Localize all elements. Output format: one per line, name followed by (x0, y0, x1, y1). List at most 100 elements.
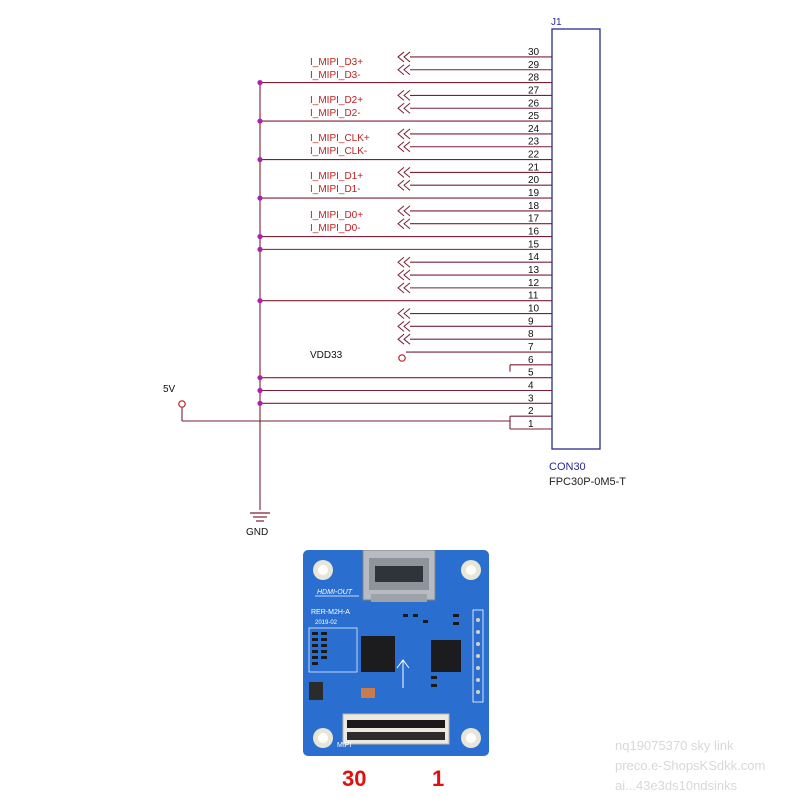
net-arrow-8 (397, 333, 411, 345)
watermark-line-3: ai...43e3ds10ndsinks (615, 778, 738, 793)
junction-28 (257, 79, 263, 86)
pin-number-16: 16 (528, 227, 540, 238)
pin-number-12: 12 (528, 278, 540, 289)
net-labels: I_MIPI_D3+ I_MIPI_D3- I_MIPI_D2+ I_MIPI_… (310, 57, 370, 234)
junction-11 (257, 298, 263, 304)
connector-designator: J1 (551, 17, 562, 28)
connector-body (551, 28, 601, 450)
ground-symbol (250, 512, 270, 522)
net-arrow-29 (397, 64, 411, 76)
net-arrow-17 (397, 218, 411, 230)
junction-dots (257, 79, 263, 406)
secondary-chip (431, 640, 461, 672)
net-arrow-26 (397, 102, 411, 114)
crystal (309, 682, 323, 700)
pin-number-26: 26 (528, 98, 540, 109)
net-label-d1n: I_MIPI_D1- (310, 184, 361, 195)
net-label-clkp: I_MIPI_CLK+ (310, 133, 370, 144)
pin-number-5: 5 (528, 368, 534, 379)
board-model-silkscreen: RER-M2H-A (311, 609, 350, 616)
main-chip (361, 636, 395, 672)
pin-number-8: 8 (528, 329, 534, 340)
net-arrow-12 (397, 282, 411, 294)
pin-number-27: 27 (528, 85, 540, 96)
pin-number-20: 20 (528, 175, 540, 186)
board-date-silkscreen: 2019-02 (315, 620, 338, 626)
pin-number-19: 19 (528, 188, 540, 199)
net-arrow-27 (397, 90, 411, 101)
watermark-line-2: preco.e-ShopsKSdkk.com (615, 758, 766, 773)
arrow-silkscreen (396, 659, 410, 688)
net-arrow-21 (397, 167, 411, 178)
pin-number-3: 3 (528, 393, 534, 404)
junction-4 (257, 387, 263, 394)
net-label-d1p: I_MIPI_D1+ (310, 171, 363, 182)
mounting-hole-top-left (313, 560, 333, 580)
mounting-hole-bottom-right (461, 728, 481, 748)
hdmi-connector (362, 550, 436, 602)
pin-number-17: 17 (528, 214, 540, 225)
junction-25 (257, 118, 263, 124)
junction-3 (257, 400, 263, 406)
pin-number-25: 25 (528, 111, 540, 122)
hdmi-adapter-board-photo: HDMI-OUT RER-M2H-A 2019-02 MIPI (303, 550, 489, 756)
junction-22 (257, 156, 263, 163)
mounting-hole-top-right (461, 560, 481, 580)
net-arrow-13 (397, 269, 411, 281)
pin-number-29: 29 (528, 60, 540, 71)
pin-number-10: 10 (528, 304, 540, 315)
pin-1-marker: 1 (432, 766, 445, 791)
net-label-d2p: I_MIPI_D2+ (310, 95, 363, 106)
pin-number-22: 22 (528, 150, 540, 161)
schematic-wires (181, 56, 552, 510)
pin-numbers: 1234567891011121314151617181920212223242… (528, 47, 540, 430)
power-5v-terminal (178, 400, 186, 408)
pin-number-7: 7 (528, 342, 534, 353)
junction-15 (257, 246, 263, 252)
pin-number-24: 24 (528, 124, 540, 135)
pin-number-23: 23 (528, 137, 540, 148)
pin-number-21: 21 (528, 162, 540, 173)
net-label-d0n: I_MIPI_D0- (310, 223, 361, 234)
net-arrow-24 (397, 128, 411, 140)
vdd33-terminal (398, 354, 406, 362)
net-arrow-9 (397, 320, 411, 332)
pin-number-6: 6 (528, 355, 534, 366)
schematic: J1 CON30 FPC30P-0M5-T 123456789101112131… (163, 17, 626, 538)
connector-part-number: FPC30P-0M5-T (549, 476, 626, 488)
net-arrow-30 (397, 51, 411, 63)
vdd33-label: VDD33 (310, 350, 343, 361)
pin-number-18: 18 (528, 201, 540, 212)
net-arrow-18 (397, 205, 411, 217)
net-label-d3p: I_MIPI_D3+ (310, 57, 363, 68)
net-arrow-10 (397, 308, 411, 319)
pin-number-2: 2 (528, 406, 534, 417)
pin-number-30: 30 (528, 47, 540, 58)
pin-number-15: 15 (528, 239, 540, 250)
junction-19 (257, 195, 263, 201)
net-arrows (397, 51, 411, 345)
power-5v-label: 5V (163, 384, 176, 395)
mounting-hole-bottom-left (313, 728, 333, 748)
pin-number-1: 1 (528, 419, 534, 430)
net-arrow-14 (397, 256, 411, 268)
pin-number-11: 11 (528, 291, 539, 302)
net-label-d0p: I_MIPI_D0+ (310, 210, 363, 221)
net-label-clkn: I_MIPI_CLK- (310, 146, 367, 157)
passive-components (312, 614, 459, 687)
junction-5 (257, 375, 263, 381)
mipi-fpc-connector (342, 713, 450, 745)
pin-30-marker: 30 (342, 766, 367, 791)
pin-number-13: 13 (528, 265, 540, 276)
hdmi-out-silkscreen: HDMI-OUT (317, 589, 353, 596)
side-header-pads (472, 609, 484, 703)
ground-label: GND (246, 527, 268, 538)
pin-number-28: 28 (528, 73, 540, 84)
pin-number-4: 4 (528, 381, 534, 392)
net-arrow-23 (397, 141, 411, 153)
net-label-d2n: I_MIPI_D2- (310, 108, 361, 119)
watermark-line-1: nq19075370 sky link (615, 738, 734, 753)
mipi-silkscreen: MIPI (337, 742, 351, 749)
net-label-d3n: I_MIPI_D3- (310, 70, 361, 81)
net-arrow-20 (397, 179, 411, 191)
